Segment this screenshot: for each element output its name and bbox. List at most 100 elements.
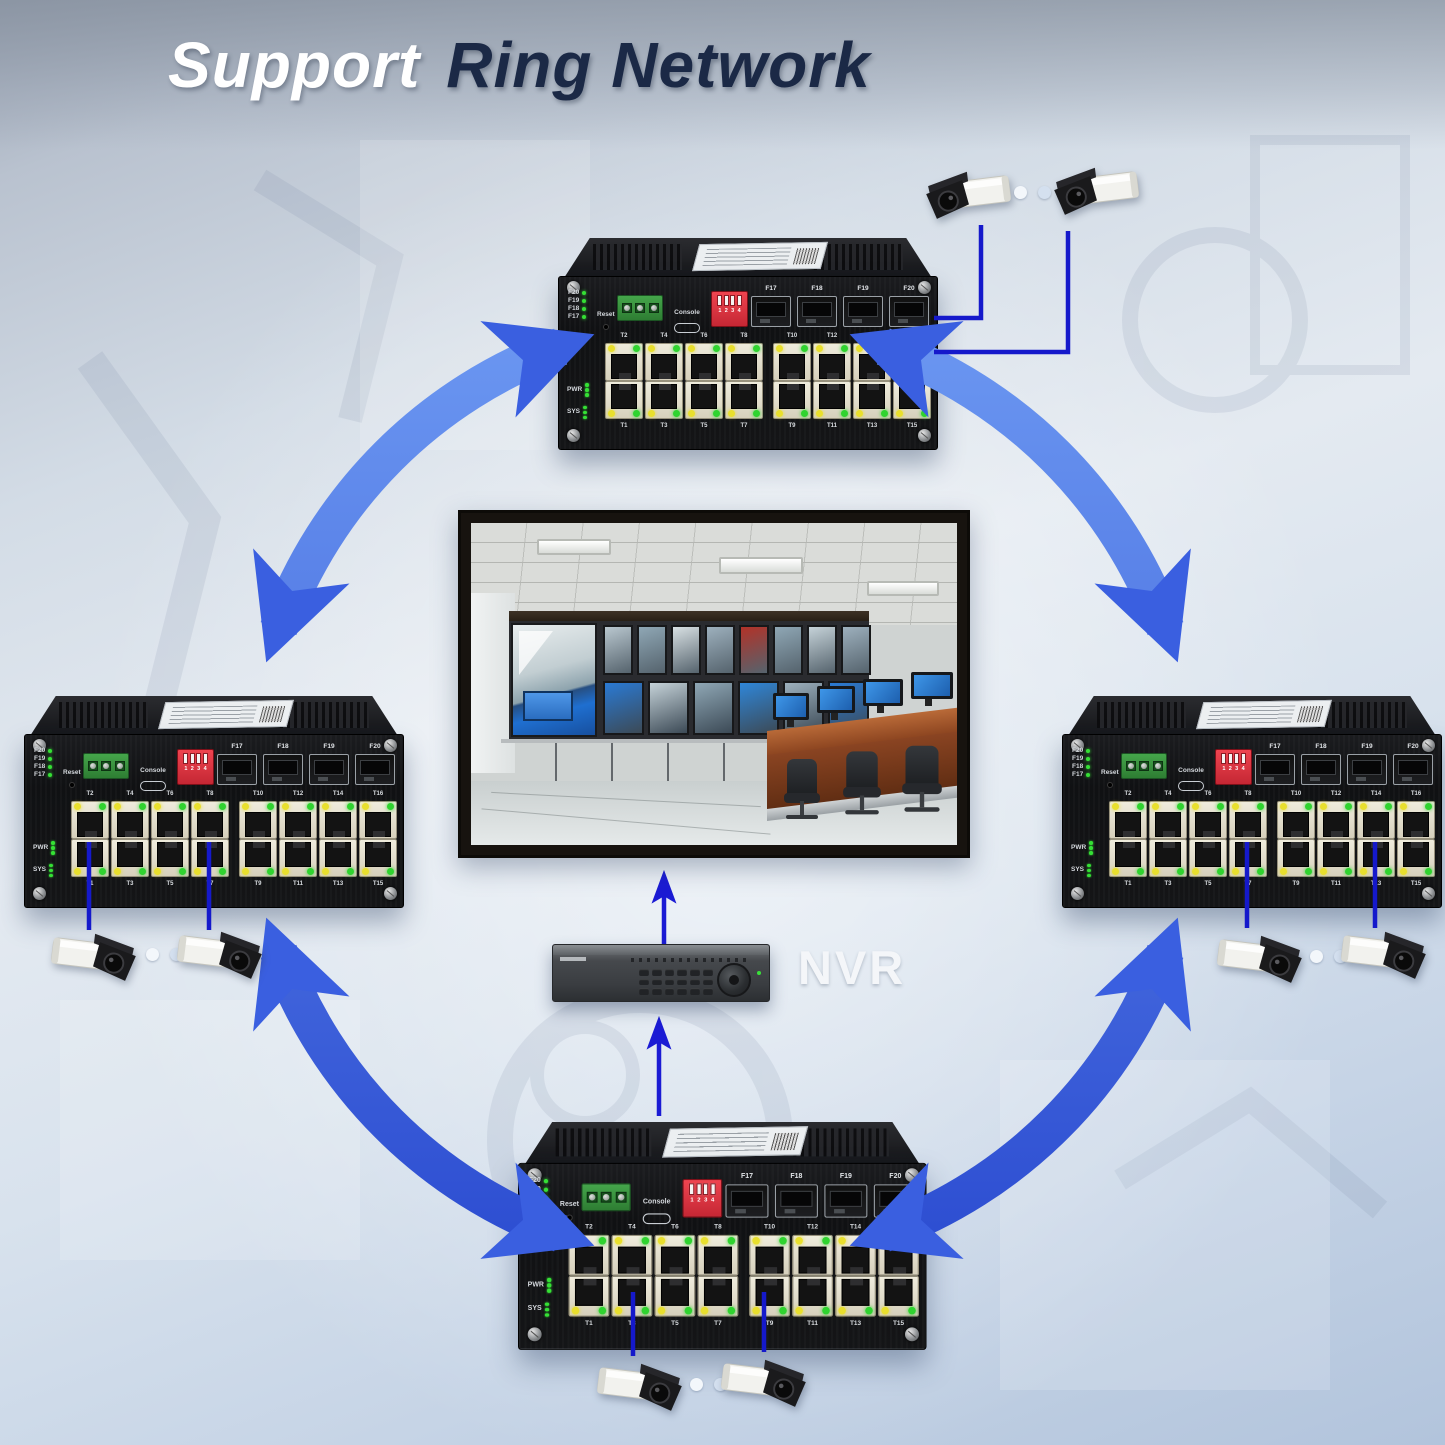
office-chair <box>901 745 943 819</box>
green-led <box>267 868 274 875</box>
green-led <box>544 1178 549 1184</box>
rj45-port <box>1317 839 1355 877</box>
port-label: T6 <box>166 791 174 797</box>
dip-toggle <box>1227 753 1233 764</box>
led-indicator-row: F18 <box>1072 763 1091 771</box>
yellow-led <box>856 410 863 417</box>
port-label: T14 <box>866 333 878 339</box>
ceiling-light <box>867 581 939 596</box>
product-label-sticker <box>662 1126 809 1158</box>
sfp-cage <box>774 1184 818 1218</box>
green-led <box>1137 868 1144 875</box>
rj45-port <box>835 1234 876 1276</box>
port-label: T11 <box>292 881 303 887</box>
nvr-top-strip <box>553 945 769 955</box>
yellow-led <box>1232 803 1239 810</box>
power-terminal-block <box>617 295 663 321</box>
rj45-port <box>151 839 189 877</box>
green-led <box>267 803 274 810</box>
rj45-port <box>279 801 317 839</box>
green-led <box>753 345 760 352</box>
dip-toggle <box>1241 753 1247 764</box>
port-label: T4 <box>660 333 668 339</box>
yellow-led <box>838 1306 846 1315</box>
green-led <box>598 1306 607 1315</box>
rj45-port <box>239 839 277 877</box>
rj45-port <box>773 343 811 381</box>
dip-toggle <box>1234 753 1240 764</box>
reset-button: Reset <box>1101 761 1119 788</box>
office-chair <box>783 759 821 825</box>
rj45-port <box>654 1234 696 1276</box>
yellow-led <box>1360 868 1367 875</box>
rj45-port <box>1277 801 1315 839</box>
green-led <box>641 1306 650 1315</box>
green-led <box>1305 803 1312 810</box>
yellow-led <box>752 1237 760 1245</box>
vent-fins <box>1097 702 1186 728</box>
yellow-led <box>74 803 81 810</box>
console-port: Console <box>1171 759 1211 791</box>
bullet-camera <box>1340 924 1432 988</box>
led-indicator-row: F17 <box>568 313 587 321</box>
port-label: T7 <box>740 423 748 429</box>
green-led <box>713 410 720 417</box>
nvr-vents <box>631 958 749 962</box>
rj45-port <box>359 801 397 839</box>
sfp-fiber-port: F18 <box>1301 743 1341 785</box>
rj45-port <box>279 839 317 877</box>
rj45-port <box>611 1234 653 1276</box>
yellow-led <box>242 803 249 810</box>
green-led <box>779 1306 787 1315</box>
nvr-status-led <box>757 971 761 975</box>
rj45-port <box>71 801 109 839</box>
green-led <box>673 410 680 417</box>
dip-toggle <box>196 753 202 764</box>
green-led <box>1385 803 1392 810</box>
console-port: Console <box>635 1190 678 1225</box>
vent-fins <box>280 702 369 728</box>
green-led <box>48 757 53 761</box>
port-label: T13 <box>332 881 344 887</box>
panel-screw <box>1071 739 1084 752</box>
product-label-sticker <box>1196 699 1333 730</box>
port-label: T14 <box>332 791 344 797</box>
green-led <box>633 410 640 417</box>
port-label: T15 <box>1410 881 1422 887</box>
led-indicator-row: F19 <box>529 1185 549 1194</box>
dip-toggle <box>723 295 729 306</box>
bullet-camera <box>50 926 142 990</box>
rj45-port <box>654 1275 696 1317</box>
green-led <box>713 345 720 352</box>
sfp-fiber-port: F17 <box>751 285 791 327</box>
port-label: T3 <box>126 881 134 887</box>
port-label: T5 <box>671 1320 679 1328</box>
port-label: T13 <box>866 423 878 429</box>
panel-screw <box>33 887 46 900</box>
green-led <box>387 803 394 810</box>
rj45-port <box>1189 839 1227 877</box>
led-indicator-row: F20 <box>568 289 587 297</box>
green-led <box>544 1204 549 1210</box>
green-led <box>1385 868 1392 875</box>
rj45-port <box>878 1275 919 1317</box>
rj45-port <box>359 839 397 877</box>
green-led <box>99 868 106 875</box>
power-terminal-block <box>83 753 129 779</box>
rj45-port <box>1189 801 1227 839</box>
dip-toggle <box>1220 753 1226 764</box>
console-port: Console <box>667 301 707 333</box>
green-led <box>908 1306 916 1315</box>
yellow-led <box>1232 868 1239 875</box>
port-label: T2 <box>86 791 94 797</box>
green-led <box>387 868 394 875</box>
green-led <box>347 803 354 810</box>
sfp-fiber-port: F20 <box>1393 743 1433 785</box>
green-led <box>753 410 760 417</box>
